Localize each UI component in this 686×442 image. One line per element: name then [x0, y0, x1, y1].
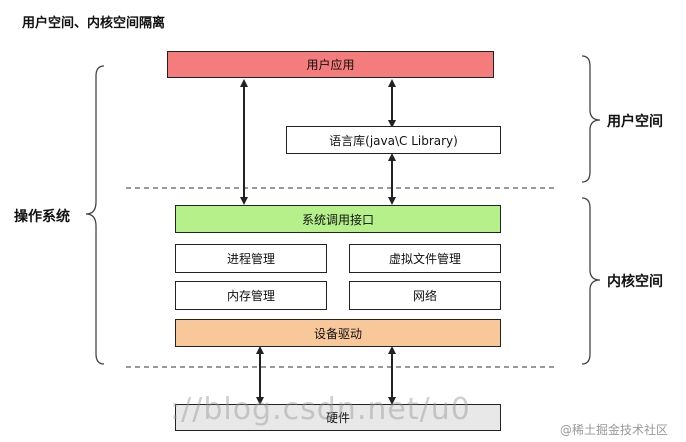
- kernel-space-brace: [581, 197, 601, 365]
- process-management-label: 进程管理: [226, 252, 275, 266]
- credit-text: @稀土掘金技术社区: [560, 423, 669, 437]
- process-management-box: 进程管理: [175, 244, 327, 273]
- os-brace: [85, 65, 105, 365]
- user-space-brace: [581, 55, 601, 183]
- network-box: 网络: [349, 281, 501, 310]
- memory-management-label: 内存管理: [226, 289, 275, 303]
- syscall-interface-box: 系统调用接口: [175, 205, 501, 233]
- user-app-label: 用户应用: [306, 58, 355, 72]
- watermark-text: ://blog.csdn.net/u0: [170, 392, 471, 427]
- user-app-box: 用户应用: [167, 51, 494, 78]
- virtual-file-management-box: 虚拟文件管理: [349, 244, 501, 273]
- user-space-label: 用户空间: [607, 114, 663, 130]
- diagram-title: 用户空间、内核空间隔离: [22, 16, 166, 31]
- network-label: 网络: [412, 289, 437, 303]
- os-label: 操作系统: [14, 209, 70, 225]
- virtual-file-management-label: 虚拟文件管理: [388, 252, 461, 266]
- memory-management-box: 内存管理: [175, 281, 327, 310]
- hardware-label: 硬件: [325, 411, 350, 425]
- hardware-box: 硬件: [175, 404, 501, 431]
- kernel-space-label: 内核空间: [607, 274, 663, 290]
- device-driver-box: 设备驱动: [175, 319, 501, 347]
- language-library-label: 语言库(java\C Library): [329, 133, 458, 148]
- language-library-box: 语言库(java\C Library): [286, 126, 501, 154]
- device-driver-label: 设备驱动: [313, 326, 362, 341]
- syscall-interface-label: 系统调用接口: [301, 212, 374, 227]
